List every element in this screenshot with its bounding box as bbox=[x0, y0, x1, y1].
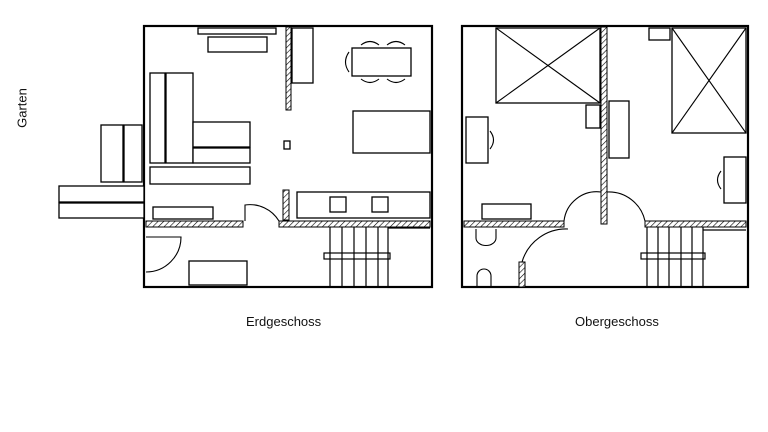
dining-table bbox=[344, 40, 412, 84]
ground-floor-outline bbox=[142, 24, 434, 289]
desk-left bbox=[465, 116, 495, 164]
short-wall-upper bbox=[518, 261, 526, 288]
upper-partition-wall bbox=[600, 26, 608, 225]
nightstand bbox=[648, 27, 671, 41]
top-shelf bbox=[197, 27, 277, 53]
interior-wall-left bbox=[145, 220, 244, 228]
sideboard bbox=[188, 260, 248, 286]
wardrobe-upper bbox=[608, 100, 630, 159]
bench bbox=[152, 206, 214, 220]
door-bedroom bbox=[606, 191, 646, 222]
interior-wall-right bbox=[278, 220, 431, 228]
washbasin bbox=[475, 229, 497, 247]
garden-furniture bbox=[58, 124, 145, 219]
bed-left bbox=[495, 27, 601, 104]
desk-right bbox=[716, 156, 747, 204]
kitchen-island bbox=[352, 110, 431, 154]
ground-floor-label: Erdgeschoss bbox=[246, 314, 322, 329]
upper-floor-outline bbox=[460, 24, 750, 289]
toilet bbox=[476, 268, 492, 287]
sofa bbox=[149, 72, 251, 185]
bed-right bbox=[671, 27, 747, 134]
upper-floor-plan bbox=[460, 24, 750, 289]
upper-wall-right bbox=[644, 220, 747, 228]
entry-door bbox=[145, 236, 182, 273]
upper-wall-left bbox=[463, 220, 565, 228]
bathroom-cabinet bbox=[481, 203, 532, 220]
door-bathroom-inner bbox=[521, 228, 569, 263]
door-bathroom bbox=[563, 191, 602, 222]
partition-wall-top bbox=[285, 26, 292, 111]
upper-floor-label: Obergeschoss bbox=[575, 314, 659, 329]
short-wall bbox=[282, 189, 290, 221]
ground-floor-plan bbox=[58, 24, 434, 289]
wardrobe-small bbox=[585, 104, 601, 129]
wardrobe bbox=[291, 27, 314, 84]
staircase-upper bbox=[640, 227, 746, 287]
kitchen-counter bbox=[296, 191, 431, 219]
column bbox=[283, 140, 291, 150]
staircase bbox=[323, 227, 430, 287]
garden-label: Garten bbox=[14, 88, 30, 128]
door bbox=[244, 204, 280, 222]
